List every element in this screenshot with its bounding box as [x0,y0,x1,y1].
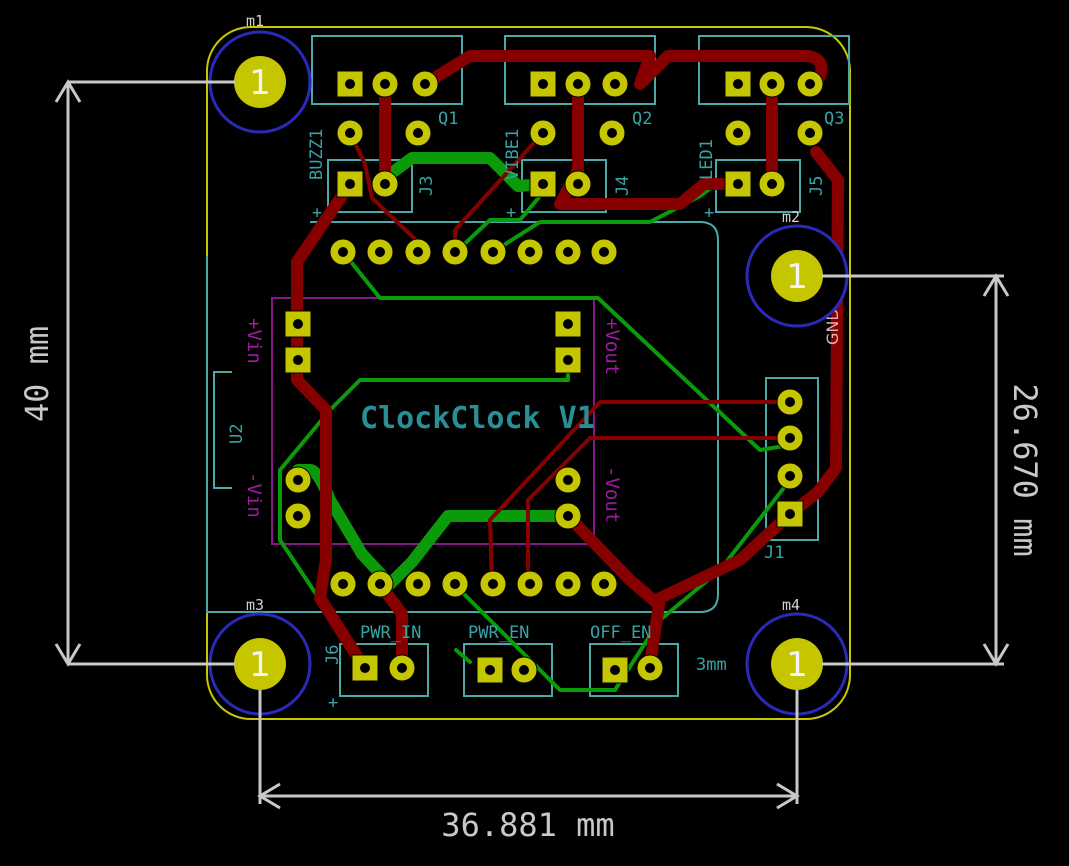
u2-label: U2 [227,424,247,444]
pwr-en-label: PWR_EN [468,623,529,643]
mounting-hole-m4: 1 m4 [745,596,849,716]
q1-label: Q1 [438,109,458,129]
j5-label: J5 [807,176,827,196]
j6-outline [339,643,429,697]
dimension-height: 40 mm [18,79,235,667]
off-en-label: OFF_EN [590,623,651,643]
j1-outline [765,377,819,541]
vout-minus-label: -Vout [601,466,623,523]
off-en-outline [589,643,679,697]
pwr-en-outline [463,643,553,697]
j1-label: J1 [764,543,784,563]
m2-pad-number: 1 [786,257,808,297]
board-title: ClockClock V1 [360,401,595,436]
m3-ref: m3 [246,596,264,614]
j3-plus: + [312,203,322,223]
m1-pad-number: 1 [249,63,271,103]
m1-ref: m1 [246,12,264,30]
j6-label: J6 [323,645,343,665]
j4-label: J4 [613,176,633,196]
q2-label: Q2 [632,109,652,129]
led-label: LED1 [697,139,717,180]
q3-label: Q3 [824,109,844,129]
j3-label: J3 [417,176,437,196]
regulator-pad [554,310,582,338]
gnd-label: GND [823,308,842,345]
u2-tab-outline [213,371,232,489]
height-dimension-label: 40 mm [18,326,56,422]
j5-plus: + [704,203,714,223]
m4-ref: m4 [782,596,800,614]
width-dimension-label: 36.881 mm [441,806,614,844]
m4-pad-number: 1 [786,645,808,685]
m3-pad-number: 1 [249,645,271,685]
j3-outline [327,159,413,213]
dimension-hole-spacing: 26.670 mm [822,273,1044,667]
vin-minus-label: -Vin [243,472,265,518]
pwr-en-pad [476,656,504,684]
u2-outline [206,221,719,613]
off-en-pad [601,656,629,684]
j4-plus: + [506,203,516,223]
j6-plus: + [328,693,338,713]
pads-layer [284,70,824,684]
vin-plus-label: +Vin [243,318,265,364]
m2-ref: m2 [782,208,800,226]
buzz-label: BUZZ1 [307,129,327,180]
hole-spacing-dimension-label: 26.670 mm [1006,383,1044,556]
dimension-width: 36.881 mm [257,690,800,844]
size-note: 3mm [696,655,727,675]
vibe-label: VIBE1 [503,129,523,180]
mounting-hole-m1: 1 m1 [208,12,312,134]
vout-plus-label: +Vout [601,318,623,375]
mounting-hole-m2: 1 m2 [745,208,849,328]
pwr-in-label: PWR_IN [360,623,421,643]
